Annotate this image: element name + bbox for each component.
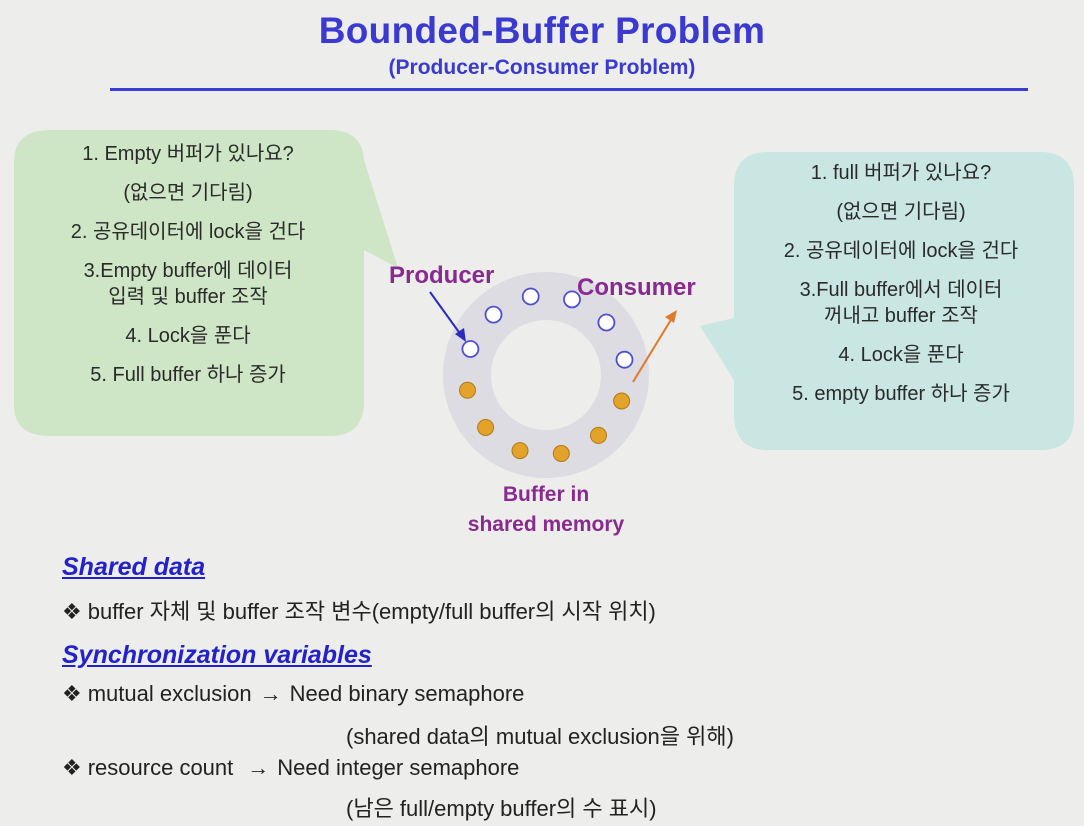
sync-variables-heading: Synchronization variables [62, 641, 372, 669]
consumer-speech-bubble [700, 152, 1074, 450]
empty-buffer-slot [615, 350, 634, 369]
right-arrow-icon: → [247, 755, 270, 780]
producer-step-3-cont: 입력 및 buffer 조작 [108, 286, 268, 308]
empty-buffer-slot [521, 287, 540, 306]
consumer-arrow [632, 310, 677, 383]
producer-label: Producer [389, 262, 495, 289]
buffer-label-line1: Buffer in [502, 483, 590, 506]
shared-data-heading: Shared data [62, 553, 206, 581]
slide-title: Bounded-Buffer Problem [318, 10, 766, 51]
mutex-label: mutual exclusion [87, 681, 252, 706]
shared-data-bullet: ❖buffer 자체 및 buffer 조작 변수(empty/full buf… [62, 594, 656, 626]
slide-subtitle: (Producer-Consumer Problem) [388, 56, 696, 79]
right-arrow-icon: → [259, 681, 282, 706]
buffer-slots [459, 287, 634, 462]
buffer-ring [443, 272, 649, 478]
consumer-step-2: 2. 공유데이터에 lock을 건다 [783, 240, 1019, 262]
consumer-steps: 1. full 버퍼가 있나요? (없으면 기다림) 2. 공유데이터에 loc… [728, 160, 1074, 420]
empty-buffer-slot [461, 340, 480, 358]
shared-data-text: buffer 자체 및 buffer 조작 변수(empty/full buff… [87, 599, 656, 624]
producer-step-4: 4. Lock을 푼다 [125, 325, 251, 347]
empty-buffer-slot [597, 313, 616, 332]
full-buffer-slot [459, 381, 476, 399]
count-bullet: ❖resource count → Need integer semaphore [62, 755, 519, 781]
count-label: resource count [87, 755, 234, 780]
mutex-note: (shared data의 mutual exclusion을 위해) [346, 724, 734, 749]
producer-step-5: 5. Full buffer 하나 증가 [90, 364, 286, 386]
bullet-icon: ❖ [62, 755, 82, 780]
consumer-step-3-cont: 꺼내고 buffer 조작 [824, 305, 978, 327]
consumer-step-4: 4. Lock을 푼다 [838, 344, 964, 366]
full-buffer-slot [477, 419, 495, 436]
consumer-label: Consumer [577, 274, 696, 301]
full-buffer-slot [590, 426, 607, 444]
consumer-step-5: 5. empty buffer 하나 증가 [792, 383, 1010, 405]
title-underline [110, 88, 1028, 91]
bullet-icon: ❖ [62, 681, 82, 706]
consumer-step-1-note: (없으면 기다림) [836, 201, 966, 223]
producer-step-2: 2. 공유데이터에 lock을 건다 [70, 221, 306, 243]
count-value: Need integer semaphore [277, 755, 520, 780]
mutex-bullet: ❖mutual exclusion → Need binary semaphore [62, 681, 524, 707]
buffer-label-line2: shared memory [467, 513, 625, 536]
producer-step-1-note: (없으면 기다림) [123, 182, 253, 204]
producer-step-3: 3.Empty buffer에 데이터 [83, 260, 293, 282]
producer-speech-bubble [14, 130, 398, 436]
mutex-value: Need binary semaphore [289, 681, 525, 706]
producer-step-1: 1. Empty 버퍼가 있나요? [82, 143, 294, 165]
empty-buffer-slot [563, 290, 581, 309]
bullet-icon: ❖ [62, 599, 82, 624]
buffer-label: Buffer in shared memory [430, 480, 662, 540]
full-buffer-slot [613, 392, 631, 410]
count-note: (남은 full/empty buffer의 수 표시) [346, 796, 657, 821]
full-buffer-slot [552, 445, 570, 462]
producer-steps: 1. Empty 버퍼가 있나요? (없으면 기다림) 2. 공유데이터에 lo… [16, 141, 360, 401]
producer-arrow [429, 291, 466, 342]
empty-buffer-slot [484, 305, 503, 324]
consumer-step-1: 1. full 버퍼가 있나요? [810, 162, 992, 184]
full-buffer-slot [511, 442, 529, 460]
consumer-step-3: 3.Full buffer에서 데이터 [799, 279, 1003, 301]
